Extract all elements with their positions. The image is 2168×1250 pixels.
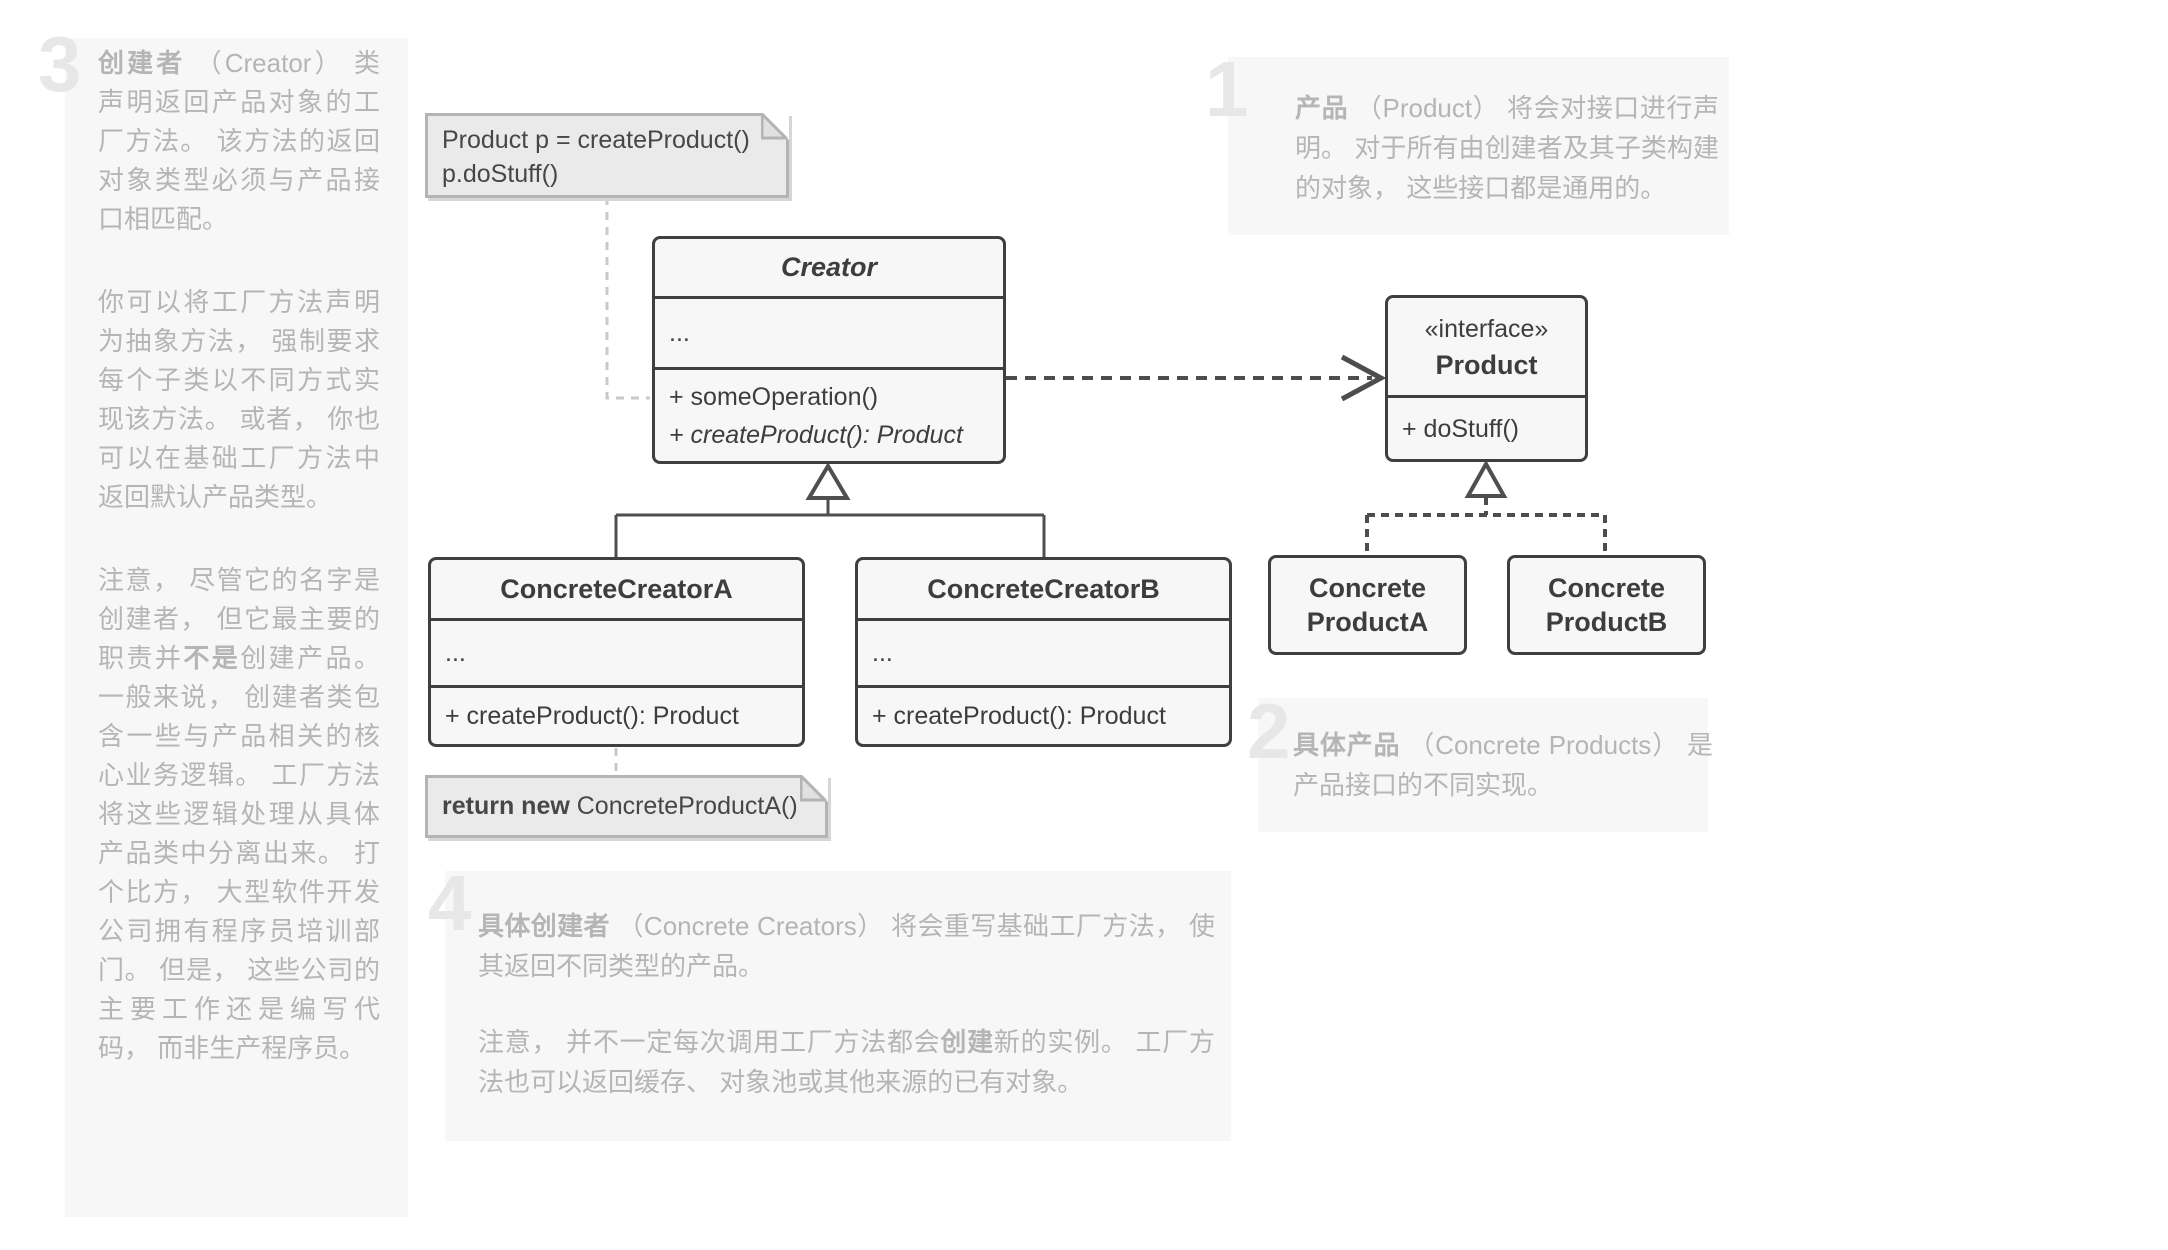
annotation-1-background: [1228, 57, 1729, 235]
creator-class-box: Creator ... + someOperation() + createPr…: [652, 236, 1006, 464]
annotation-3-paragraph-1: 创建者 （Creator） 类声明返回产品对象的工厂方法。 该方法的返回对象类型…: [98, 48, 380, 234]
concrete-creator-b-class-box: ConcreteCreatorB ... + createProduct(): …: [855, 557, 1232, 747]
annotation-2-background: [1258, 698, 1708, 832]
concrete-creator-a-fields: ...: [431, 618, 802, 685]
concrete-creator-b-methods: + createProduct(): Product: [858, 685, 1229, 744]
usage-code-note: Product p = createProduct() p.doStuff(): [425, 113, 789, 198]
concrete-product-b-title: Concrete ProductB: [1545, 573, 1668, 637]
usage-note-line-2: p.doStuff(): [442, 160, 559, 188]
creator-class-methods: + someOperation() + createProduct(): Pro…: [655, 367, 1003, 461]
return-code-note: return new ConcreteProductA(): [425, 775, 828, 838]
fold-corner-icon: [800, 775, 828, 802]
usage-note-line-1: Product p = createProduct(): [442, 126, 750, 154]
creator-method-someOperation: + someOperation(): [669, 382, 879, 411]
creator-class-fields: ...: [655, 296, 1003, 367]
concrete-creator-b-fields: ...: [858, 618, 1229, 685]
concrete-product-a-title: Concrete ProductA: [1306, 573, 1429, 637]
concrete-creator-a-title: ConcreteCreatorA: [500, 573, 733, 604]
annotation-1-text: 产品 （Product） 将会对接口进行声明。 对于所有由创建者及其子类构建的对…: [1295, 93, 1719, 203]
concrete-product-b-class-box: Concrete ProductB: [1507, 555, 1706, 655]
concrete-creator-b-title: ConcreteCreatorB: [927, 573, 1160, 604]
product-interface-title: «interface» Product: [1388, 298, 1585, 395]
annotation-4-background: [445, 871, 1231, 1141]
annotation-3-number: 3: [38, 20, 82, 108]
annotation-3-text: 创建者 （Creator） 类声明返回产品对象的工厂方法。 该方法的返回对象类型…: [98, 44, 380, 1068]
inheritance-triangle-icon: [805, 462, 851, 500]
creator-method-createProduct: + createProduct(): Product: [669, 420, 963, 449]
annotation-1-number: 1: [1205, 45, 1249, 133]
annotation-3-paragraph-3: 注意， 尽管它的名字是创建者， 但它最主要的职责并不是创建产品。 一般来说， 创…: [98, 565, 380, 1063]
concrete-product-a-class-box: Concrete ProductA: [1268, 555, 1467, 655]
annotation-4-number: 4: [428, 859, 472, 947]
annotation-3-background: [65, 38, 408, 1217]
return-note-text: return new ConcreteProductA(): [442, 792, 798, 820]
annotation-2-number: 2: [1247, 687, 1291, 775]
interface-stereotype: «interface»: [1424, 314, 1549, 343]
annotation-4-paragraph-2: 注意， 并不一定每次调用工厂方法都会创建新的实例。 工厂方法也可以返回缓存、 对…: [478, 1027, 1215, 1097]
annotation-4-paragraph-1: 具体创建者 （Concrete Creators） 将会重写基础工厂方法， 使其…: [478, 911, 1215, 981]
product-interface-methods: + doStuff(): [1388, 395, 1585, 459]
product-method-doStuff: + doStuff(): [1402, 414, 1519, 443]
product-interface-box: «interface» Product + doStuff(): [1385, 295, 1588, 462]
realization-triangle-icon: [1464, 459, 1508, 498]
annotation-3-paragraph-2: 你可以将工厂方法声明为抽象方法， 强制要求每个子类以不同方式实现该方法。 或者，…: [98, 287, 380, 512]
open-arrowhead-icon: [1340, 354, 1387, 402]
fold-corner-icon: [761, 113, 789, 140]
concrete-creator-a-methods: + createProduct(): Product: [431, 685, 802, 744]
annotation-2-text: 具体产品 （Concrete Products） 是产品接口的不同实现。: [1293, 730, 1713, 800]
product-title: Product: [1435, 349, 1538, 380]
creator-class-title: Creator: [780, 252, 878, 282]
annotation-4-text: 具体创建者 （Concrete Creators） 将会重写基础工厂方法， 使其…: [478, 906, 1215, 1102]
usage-note-connector-line: [605, 197, 650, 400]
concrete-creator-a-class-box: ConcreteCreatorA ... + createProduct(): …: [428, 557, 805, 747]
